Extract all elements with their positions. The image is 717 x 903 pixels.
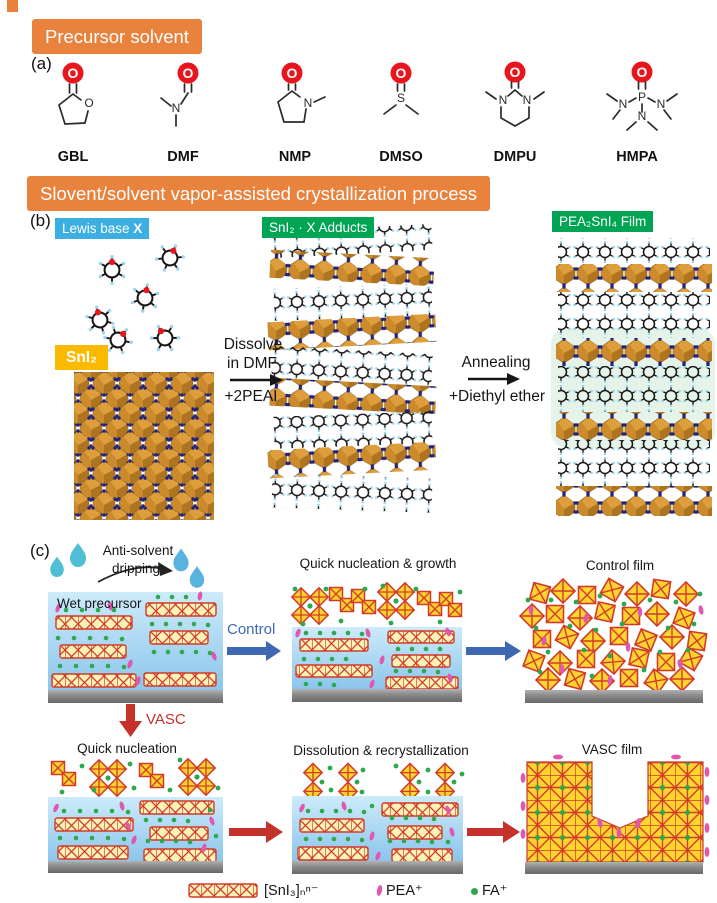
- svg-text:N: N: [523, 93, 532, 107]
- dissolve-arrow: [230, 374, 283, 386]
- anti-solvent-text-line2: dripping: [111, 561, 161, 576]
- molecule-nmp: O N NMP: [250, 60, 340, 165]
- pea2sni4-film-illustration: [551, 238, 715, 516]
- molecule-gbl: O O GBL: [28, 60, 118, 165]
- molecule-dmpu: O N N DMPU: [470, 60, 560, 165]
- svg-text:O: O: [84, 96, 93, 110]
- panel-b-label: (b): [30, 211, 51, 230]
- svg-text:N: N: [304, 96, 313, 110]
- annealing-arrow: [468, 373, 520, 385]
- vasc-film-illustration: [520, 754, 710, 874]
- legend-sni3-icon: [188, 883, 258, 898]
- control-arrow-label: Control: [227, 621, 276, 638]
- annealing-text-line1: Annealing: [461, 354, 531, 371]
- molecule-dmso: O S DMSO: [356, 60, 446, 165]
- solvent-name: DMF: [167, 149, 199, 165]
- dmpu-structure-icon: O N N: [485, 61, 545, 127]
- vasc-film-title: VASC film: [581, 742, 643, 757]
- solvent-name: DMSO: [379, 149, 423, 165]
- banner-precursor-solvent: Precursor solvent: [32, 19, 202, 54]
- quick-nucleation-title: Quick nucleation: [77, 741, 177, 756]
- control-arrow: [227, 641, 281, 661]
- vasc-step-arrow-2: [467, 821, 520, 843]
- panel-a-label: (a): [31, 54, 52, 73]
- wet-precursor-panel: [48, 591, 223, 703]
- control-arrow-2: [466, 641, 521, 661]
- svg-text:N: N: [619, 97, 628, 111]
- solvent-name: GBL: [57, 149, 89, 165]
- dmf-structure-icon: O N: [160, 62, 199, 127]
- quick-growth-title: Quick nucleation & growth: [299, 556, 457, 571]
- svg-text:O: O: [287, 65, 298, 81]
- lewis-base-text: Lewis base: [62, 221, 134, 236]
- dripping-curved-arrow: [97, 562, 173, 583]
- svg-text:O: O: [183, 65, 194, 81]
- svg-text:O: O: [637, 64, 648, 80]
- dissolution-title: Dissolution & recrystallization: [293, 743, 469, 758]
- vasc-step-arrow-1: [229, 821, 283, 843]
- legend-fa-label: FA⁺: [482, 883, 508, 899]
- banner-crystallization-process: Slovent/solvent vapor-assisted crystalli…: [27, 176, 490, 211]
- solvent-name: DMPU: [493, 149, 537, 165]
- dissolution-panel: [292, 763, 465, 874]
- solvent-name: NMP: [278, 149, 312, 165]
- legend-fa-icon: [471, 888, 478, 895]
- svg-text:O: O: [510, 64, 521, 80]
- wet-precursor-label: Wet precursor: [57, 596, 142, 611]
- control-film-illustration: [519, 577, 708, 703]
- gbl-structure-icon: O O: [58, 62, 94, 125]
- control-film-title: Control film: [585, 558, 655, 573]
- dissolve-text-line2: in DMF: [227, 355, 277, 372]
- quick-nucleation-panel: [48, 757, 223, 873]
- lewis-base-tag: Lewis base X: [55, 218, 150, 239]
- svg-text:N: N: [499, 93, 508, 107]
- anti-solvent-text-line1: Anti-solvent: [102, 543, 174, 558]
- sni2-tag: SnI₂: [55, 345, 108, 370]
- svg-text:S: S: [397, 91, 405, 105]
- legend-sni3-label: [SnI₃]ₙⁿ⁻: [264, 883, 319, 899]
- lewis-base-molecules-illustration: [83, 239, 188, 360]
- svg-text:O: O: [68, 65, 79, 81]
- panel-c-label: (c): [30, 541, 50, 560]
- vasc-arrow-label: VASC: [146, 711, 186, 728]
- quick-growth-panel: [292, 583, 463, 702]
- svg-text:N: N: [172, 101, 181, 115]
- dissolve-text-below: +2PEAI: [224, 388, 278, 405]
- svg-text:O: O: [396, 65, 407, 81]
- corner-artifact: [7, 0, 18, 12]
- svg-text:P: P: [638, 90, 646, 104]
- lewis-base-x: X: [133, 221, 143, 236]
- nmp-structure-icon: O N: [277, 62, 326, 123]
- film-tag: PEA₂SnI₄ Film: [552, 211, 654, 232]
- sni2-crystal-illustration: [74, 372, 214, 520]
- legend-pea-label: PEA⁺: [386, 883, 423, 899]
- vasc-arrow: [119, 704, 142, 737]
- svg-text:N: N: [638, 109, 647, 123]
- adducts-illustration: [267, 223, 437, 513]
- dissolve-text-line1: Dissolve: [223, 336, 283, 353]
- dmso-structure-icon: O S: [383, 62, 419, 115]
- adducts-tag: SnI₂ · X Adducts: [262, 217, 375, 238]
- solvent-name: HMPA: [616, 149, 658, 165]
- molecule-dmf: O N DMF: [138, 60, 228, 165]
- annealing-text-below: +Diethyl ether: [448, 388, 546, 405]
- svg-text:N: N: [657, 97, 666, 111]
